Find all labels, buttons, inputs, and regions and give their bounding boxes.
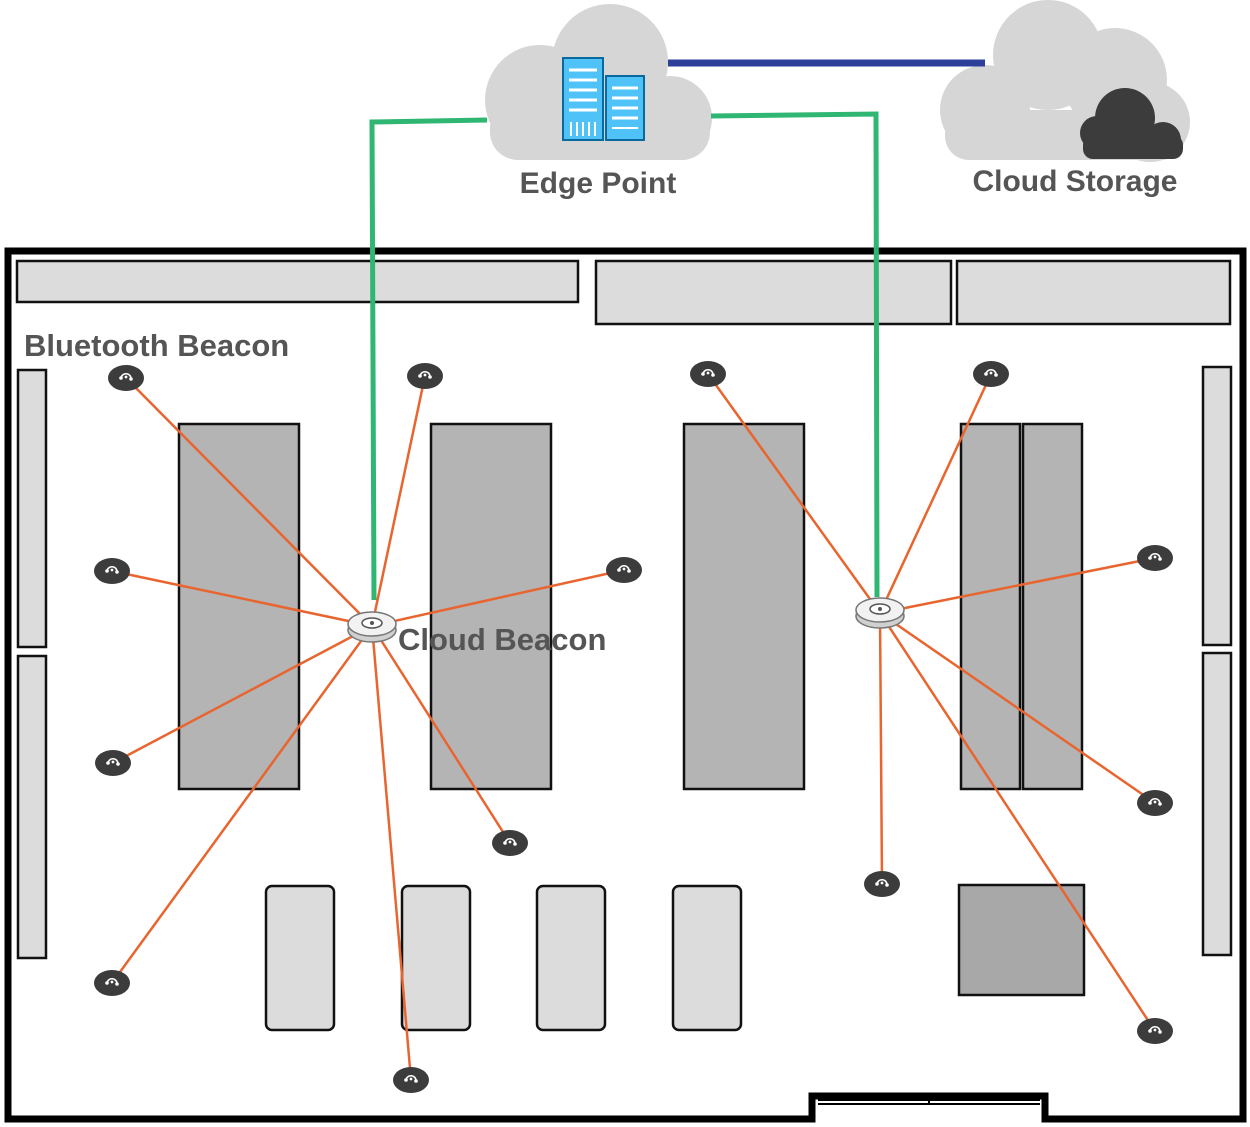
bluetooth-beacon-icon: [1136, 1017, 1174, 1045]
bluetooth-beacon-icon: [1136, 789, 1174, 817]
bluetooth-beacon-icon: [491, 829, 529, 857]
edge-network-links: [369, 111, 880, 601]
entrance-door: [818, 1096, 1040, 1105]
aisle-shelves: [177, 422, 1086, 997]
bluetooth-beacon-icon: [107, 364, 145, 392]
bluetooth-beacon-icon: [689, 360, 727, 388]
bluetooth-beacon-icon: [94, 749, 132, 777]
bluetooth-beacon-icon: [605, 556, 643, 584]
bluetooth-beacon-icon: [392, 1066, 430, 1094]
cloud-storage-label: Cloud Storage: [972, 165, 1177, 198]
beacon-links: [110, 372, 1157, 1082]
display-tables: [264, 884, 743, 1032]
bluetooth-beacon-label: Bluetooth Beacon: [24, 328, 289, 363]
cloud-beacon-router-icon: [347, 611, 397, 643]
cloud-beacon-label: Cloud Beacon: [398, 622, 606, 657]
bluetooth-beacon-icon: [93, 557, 131, 585]
bluetooth-beacon-icon: [863, 870, 901, 898]
cloud-storage-icon: [1080, 88, 1183, 159]
bluetooth-beacon-icon: [972, 360, 1010, 388]
server-icon: [562, 57, 645, 141]
edge-point-label: Edge Point: [520, 167, 677, 200]
wall-shelves: [15, 259, 1233, 960]
cloud-beacon-router-icon: [855, 597, 905, 629]
bluetooth-beacon-icon: [406, 362, 444, 390]
bluetooth-beacon-icon: [1136, 544, 1174, 572]
bluetooth-beacon-icon: [93, 969, 131, 997]
